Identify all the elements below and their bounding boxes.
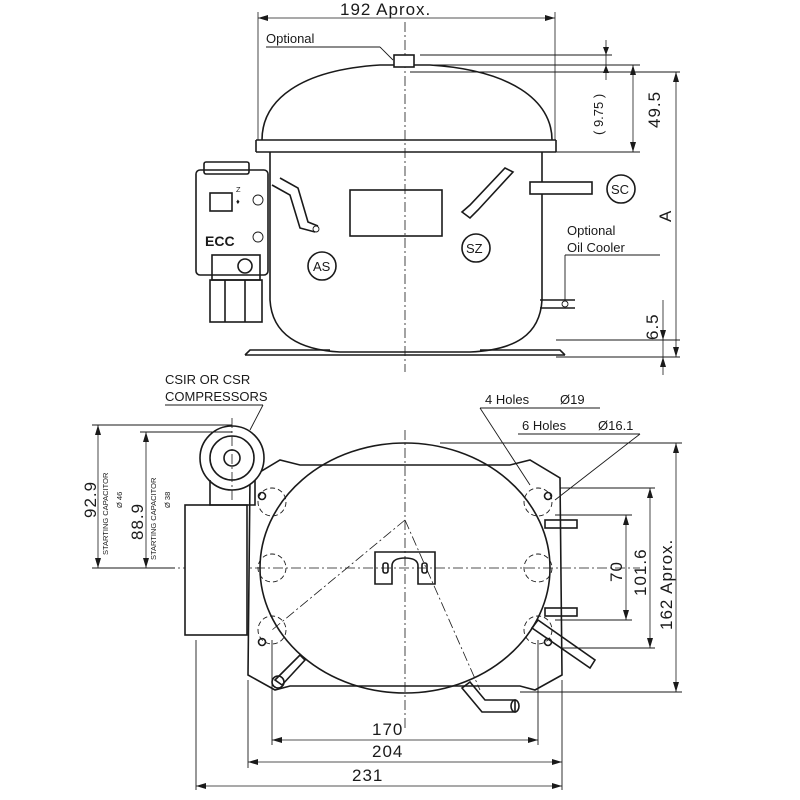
optional-oil-label: Optional bbox=[567, 223, 616, 238]
dim-495-label: 49.5 bbox=[645, 91, 664, 128]
sc-label: SC bbox=[611, 182, 629, 197]
svg-text:♦: ♦ bbox=[236, 197, 240, 206]
dim-65-label: 6.5 bbox=[643, 313, 662, 340]
dim-929-label: 92.9 bbox=[81, 481, 100, 518]
sz-marker bbox=[461, 233, 491, 263]
cap1-dia: Ø 46 bbox=[115, 492, 124, 508]
dim-170-label: 170 bbox=[372, 720, 403, 739]
holes6-label: 6 Holes bbox=[522, 418, 567, 433]
dim-192-label: 192 Aprox. bbox=[340, 0, 431, 19]
dim-889-label: 88.9 bbox=[128, 503, 147, 540]
optional-top-label: Optional bbox=[266, 31, 315, 46]
dim-a-label: A bbox=[656, 210, 675, 222]
holes4-dia: Ø19 bbox=[560, 392, 585, 407]
as-label: AS bbox=[313, 259, 331, 274]
dim-231-label: 231 bbox=[352, 766, 383, 785]
dim-975-label: ( 9.75 ) bbox=[591, 94, 606, 135]
sc-marker bbox=[606, 174, 636, 204]
dim-162-label: 162 Aprox. bbox=[657, 539, 676, 630]
ecc-label: ECC bbox=[205, 233, 235, 249]
oil-cooler-label: Oil Cooler bbox=[567, 240, 625, 255]
holes6-dia: Ø16.1 bbox=[598, 418, 633, 433]
cap1-label: STARTING CAPACITOR bbox=[101, 472, 110, 555]
csir-label-1: CSIR OR CSR bbox=[165, 372, 250, 387]
as-marker bbox=[307, 251, 337, 281]
plan-view: CSIR OR CSR COMPRESSORS 4 Holes Ø19 6 Ho… bbox=[81, 372, 682, 790]
dim-1016-label: 101.6 bbox=[631, 548, 650, 596]
cap2-label: STARTING CAPACITOR bbox=[149, 477, 158, 560]
dim-204-label: 204 bbox=[372, 742, 403, 761]
sz-label: SZ bbox=[466, 241, 483, 256]
holes4-label: 4 Holes bbox=[485, 392, 530, 407]
side-view: 192 Aprox. Optional AS SZ bbox=[195, 0, 680, 375]
cap2-dia: Ø 38 bbox=[163, 492, 172, 508]
dim-70-label: 70 bbox=[607, 561, 626, 582]
svg-text:Z: Z bbox=[236, 185, 241, 194]
csir-label-2: COMPRESSORS bbox=[165, 389, 268, 404]
